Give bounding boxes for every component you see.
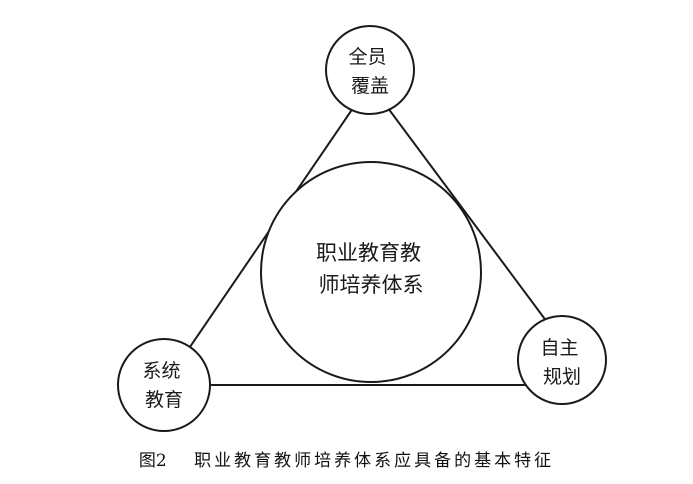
node-left-line-2: 教育: [145, 389, 183, 411]
node-right-circle: [517, 315, 607, 405]
figure-title: 职业教育教师培养体系应具备的基本特征: [194, 451, 555, 471]
edge-left-top: [163, 91, 365, 386]
node-right-label: 自主 规划: [540, 337, 583, 388]
center-label: 职业教育教 师培养体系: [316, 241, 426, 297]
node-right-line-1: 自主: [540, 337, 578, 359]
node-left-circle: [117, 338, 211, 432]
node-left-label: 系统 教育: [142, 360, 185, 411]
node-top-circle: [325, 25, 415, 115]
node-top-line-1: 全员: [348, 46, 386, 68]
figure-number: 图2: [138, 451, 167, 471]
node-left-line-1: 系统: [142, 360, 180, 382]
edge-top-right: [375, 91, 554, 331]
node-right-line-2: 规划: [543, 366, 581, 388]
center-label-line-2: 师培养体系: [319, 273, 424, 297]
figure-caption: 图2 职业教育教师培养体系应具备的基本特征: [0, 446, 693, 471]
center-label-line-1: 职业教育教: [316, 241, 421, 265]
node-top-line-2: 覆盖: [351, 75, 389, 97]
center-circle: [260, 161, 482, 383]
node-top-label: 全员 覆盖: [348, 46, 391, 97]
